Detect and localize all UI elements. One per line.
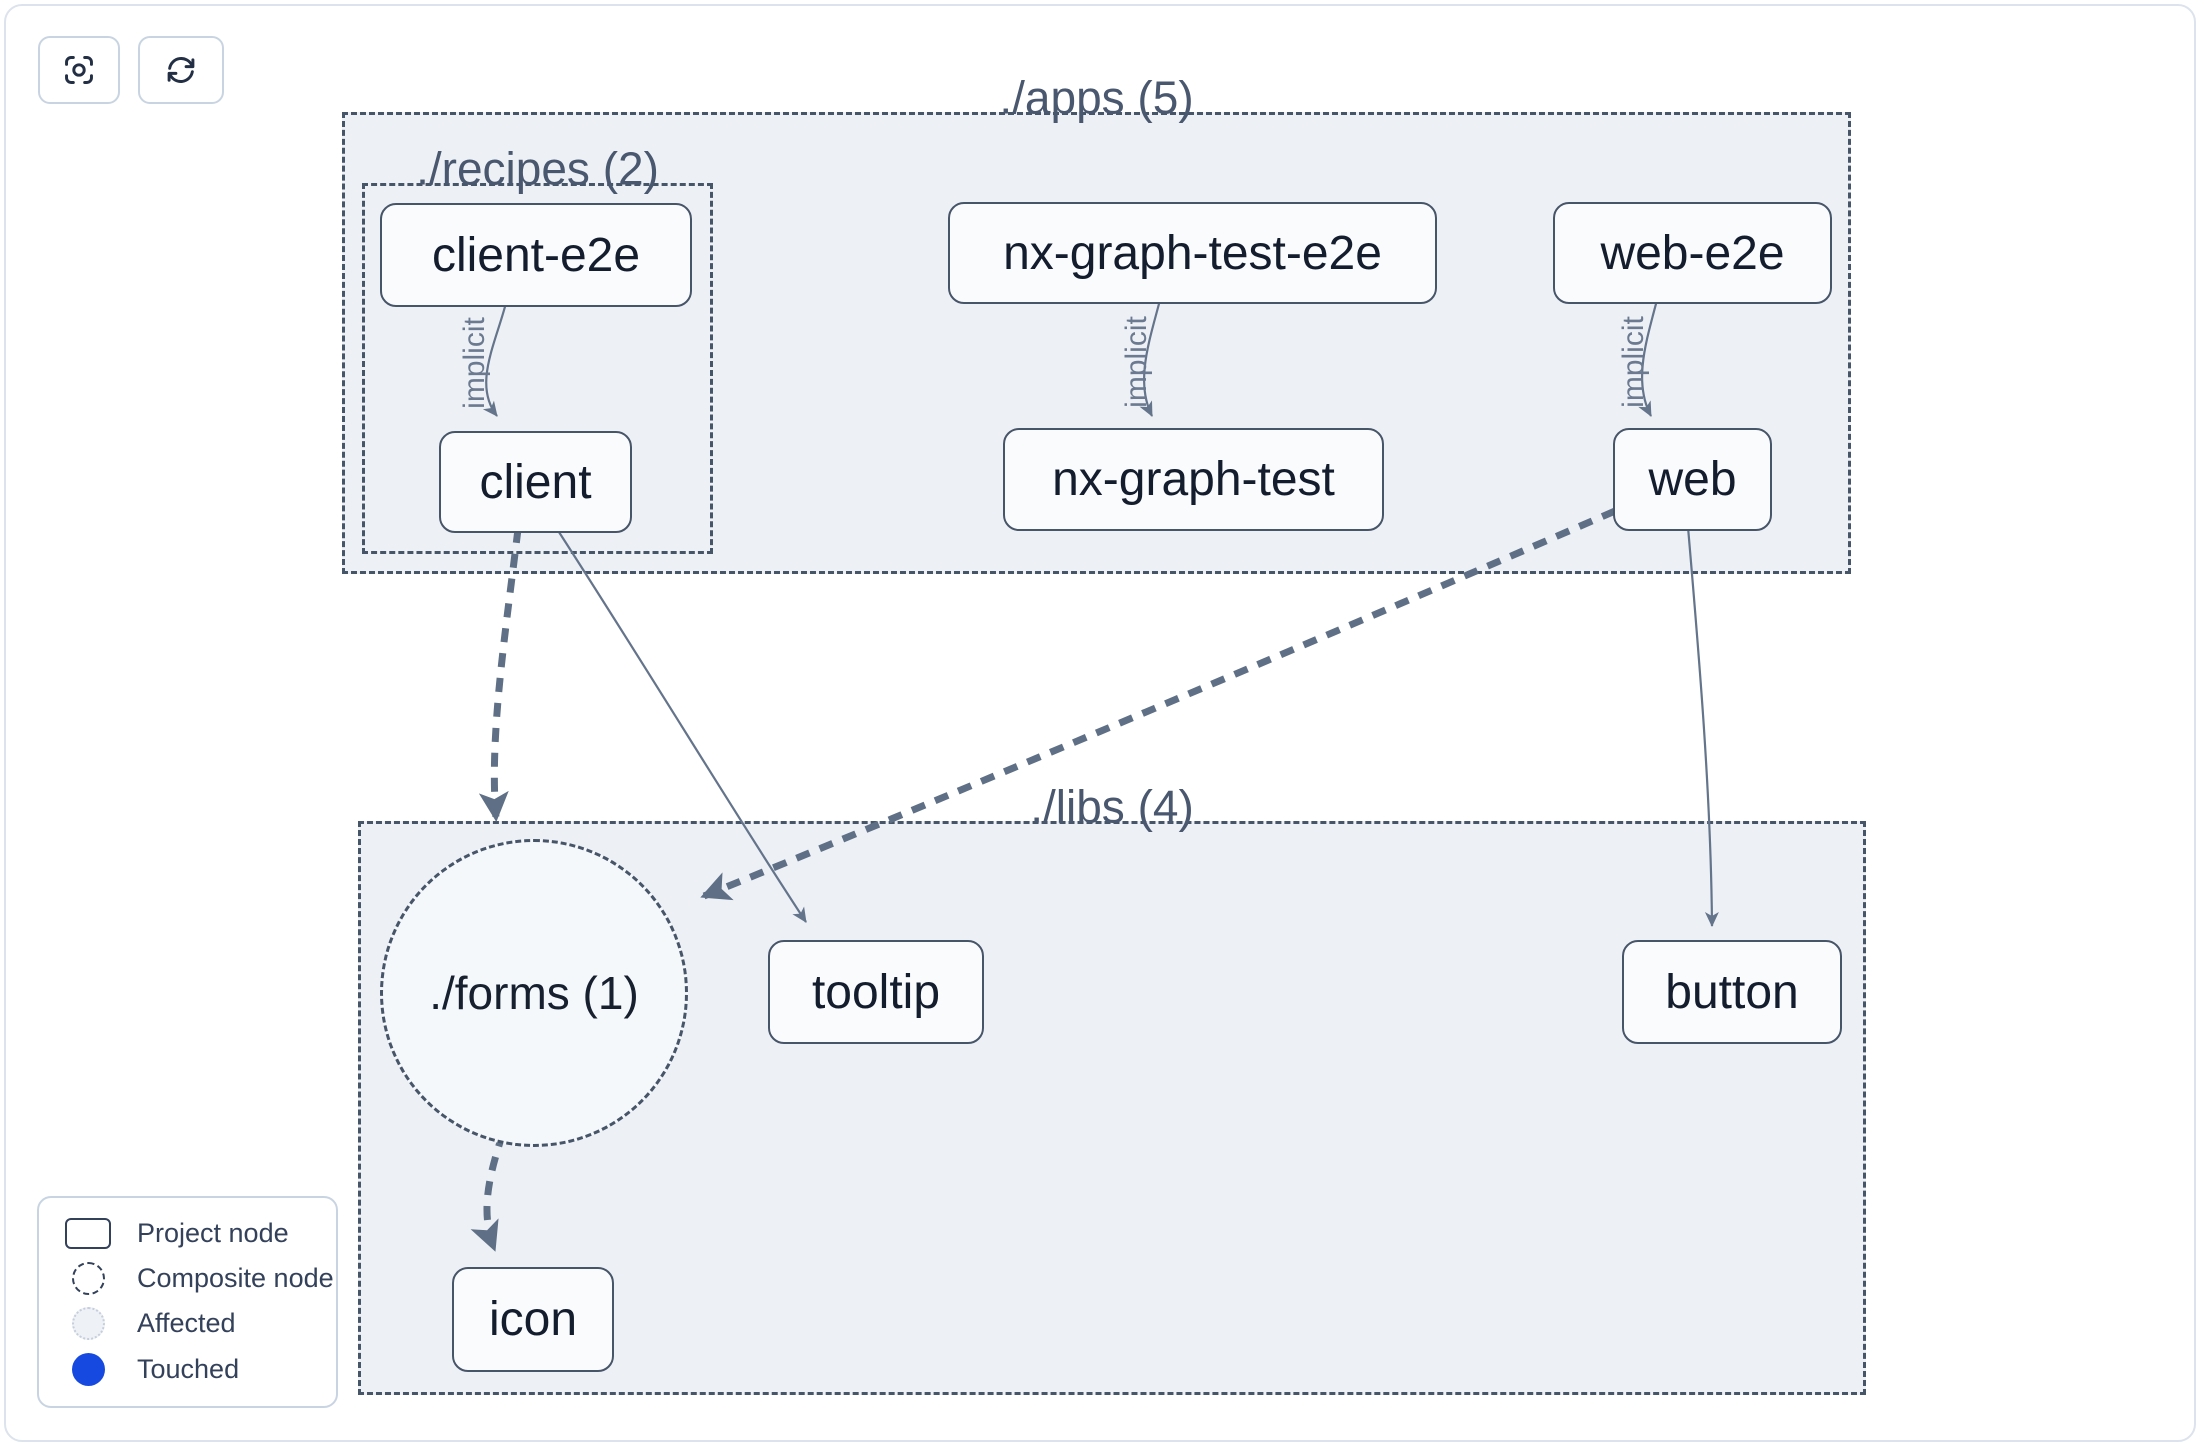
edge-forms-to-icon[interactable] [470, 1131, 507, 1252]
node-nx-graph-test[interactable]: nx-graph-test [1003, 428, 1384, 531]
focus-button[interactable] [38, 36, 120, 104]
node-tooltip-label: tooltip [811, 965, 941, 1019]
node-web-e2e-label: web-e2e [1600, 226, 1785, 280]
node-web-e2e[interactable]: web-e2e [1553, 202, 1832, 304]
node-client-e2e-label: client-e2e [431, 228, 641, 282]
group-recipes-label: ./recipes (2) [416, 142, 659, 195]
legend-label-composite-node: Composite node [137, 1262, 334, 1293]
focus-crosshair-icon [65, 56, 93, 84]
node-nx-graph-test-e2e[interactable]: nx-graph-test-e2e [948, 202, 1437, 304]
edge-web-to-button[interactable] [1686, 526, 1719, 927]
legend-row-affected: Affected [39, 1307, 336, 1341]
edge-web-to-forms[interactable] [700, 507, 1617, 901]
composite-node-swatch [71, 1261, 105, 1295]
edge-client-e2e-to-client[interactable] [482, 302, 508, 417]
touched-swatch [71, 1352, 105, 1386]
edge-nx-graph-test-e2e-to-nx-graph-test[interactable] [1139, 299, 1162, 417]
node-web[interactable]: web [1613, 428, 1772, 531]
group-recipes[interactable]: ./recipes (2) [362, 143, 713, 554]
node-icon-label: icon [488, 1293, 578, 1346]
node-button-label: button [1665, 965, 1799, 1019]
legend-row-project-node: Project node [39, 1218, 336, 1250]
refresh-button[interactable] [138, 36, 224, 104]
node-client[interactable]: client [439, 431, 632, 533]
edge-client-to-tooltip[interactable] [556, 528, 807, 923]
composite-node-forms-label: ./forms (1) [429, 967, 639, 1019]
project-node-swatch [65, 1218, 111, 1250]
refresh-cycle-icon [167, 57, 195, 83]
node-nx-graph-test-label: nx-graph-test [1052, 453, 1335, 506]
affected-swatch [71, 1307, 105, 1341]
edge-web-e2e-to-web[interactable] [1638, 299, 1659, 417]
node-button[interactable]: button [1622, 940, 1842, 1044]
group-apps-label: ./apps (5) [999, 71, 1194, 124]
node-icon[interactable]: icon [452, 1267, 614, 1372]
legend-label-touched: Touched [137, 1353, 240, 1384]
node-client-label: client [479, 455, 592, 509]
legend-row-touched: Touched [39, 1352, 336, 1386]
legend-label-affected: Affected [137, 1308, 236, 1339]
node-web-label: web [1648, 453, 1737, 506]
node-client-e2e[interactable]: client-e2e [380, 203, 692, 307]
legend-label-project-node: Project node [137, 1218, 289, 1249]
edge-client-to-forms[interactable] [478, 528, 522, 822]
node-nx-graph-test-e2e-label: nx-graph-test-e2e [1003, 226, 1382, 280]
node-tooltip[interactable]: tooltip [768, 940, 984, 1044]
legend-row-composite-node: Composite node [39, 1261, 336, 1295]
group-libs-label: ./libs (4) [1030, 780, 1194, 833]
composite-node-forms[interactable]: ./forms (1) [380, 839, 688, 1147]
legend-panel: Project node Composite node Affected Tou… [37, 1196, 338, 1408]
